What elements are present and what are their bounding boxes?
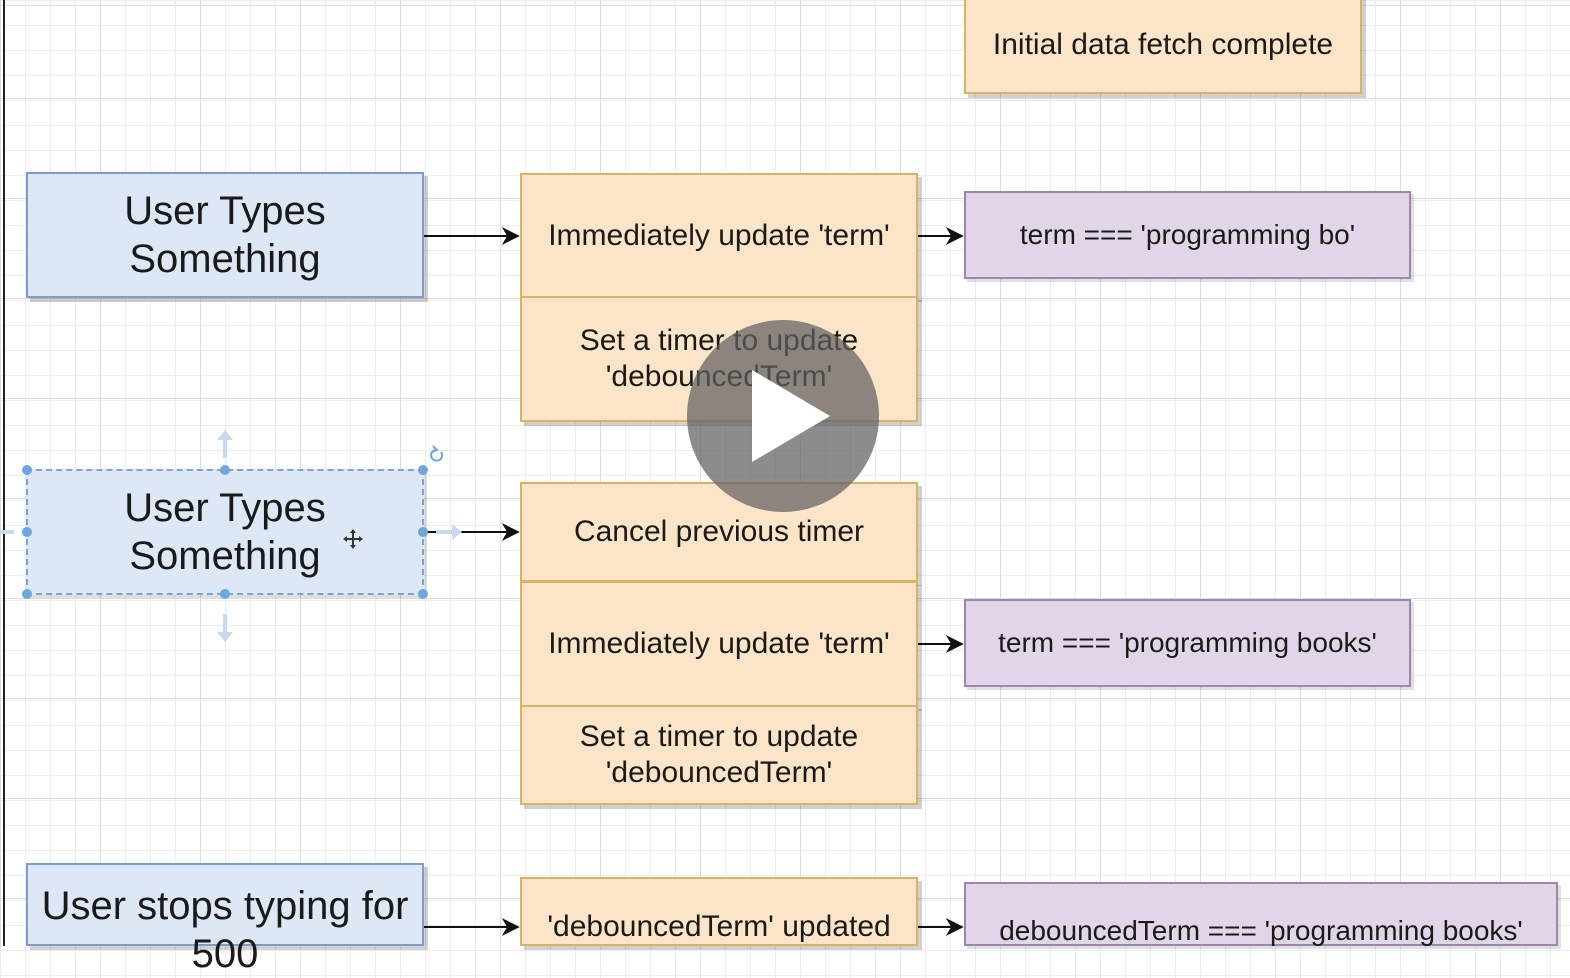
update-term-node-1[interactable]: Immediately update 'term' — [520, 173, 918, 298]
debounced-updated-node[interactable]: 'debouncedTerm' updated — [520, 877, 918, 946]
update-term-node-2[interactable]: Immediately update 'term' — [520, 581, 918, 707]
canvas-top-edge — [0, 5, 1570, 6]
play-button[interactable] — [687, 320, 879, 512]
cancel-timer-node[interactable]: Cancel previous timer — [520, 482, 918, 582]
hover-hint-arrows — [0, 430, 462, 642]
term-result-node-1[interactable]: term === 'programming bo' — [964, 191, 1411, 279]
play-icon — [752, 370, 830, 462]
user-types-node-1[interactable]: User Types Something — [26, 172, 424, 298]
connectors-layer — [0, 227, 964, 936]
user-stops-node[interactable]: User stops typing for 500 — [26, 863, 424, 976]
selection-handles[interactable] — [22, 465, 428, 599]
term-result-node-2[interactable]: term === 'programming books' — [964, 599, 1411, 687]
set-timer-node-2[interactable]: Set a timer to update 'debouncedTerm' — [520, 705, 918, 805]
canvas-left-edge — [3, 0, 5, 946]
rotate-handle-icon[interactable] — [430, 445, 444, 462]
initial-fetch-node[interactable]: Initial data fetch complete — [964, 0, 1362, 94]
move-cursor-icon — [343, 529, 363, 549]
debounced-result-node[interactable]: debouncedTerm === 'programming books' — [964, 882, 1558, 946]
